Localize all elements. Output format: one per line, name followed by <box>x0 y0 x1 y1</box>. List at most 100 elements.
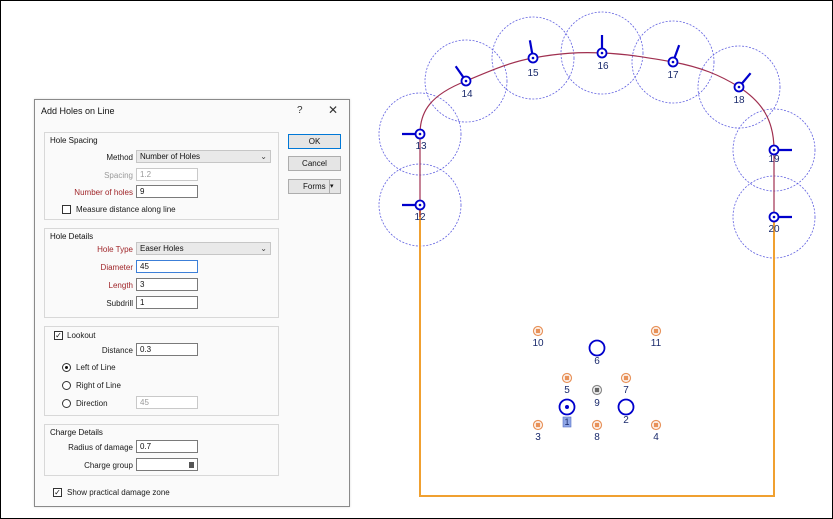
grey-hole[interactable]: 9 <box>591 384 603 410</box>
distance-field[interactable]: 0.3 <box>136 343 198 356</box>
easer-hole[interactable]: 10 <box>532 325 544 350</box>
selection-marker <box>562 416 572 428</box>
hole-label: 13 <box>415 141 427 152</box>
easer-hole[interactable]: 3 <box>532 419 544 444</box>
selected-hole[interactable]: 1 <box>558 398 576 428</box>
hole-label: 8 <box>594 432 600 443</box>
lookout-group: ✓ Lookout Distance 0.3 Left of Line Righ… <box>44 326 279 416</box>
perimeter-hole[interactable]: 19 <box>768 144 792 166</box>
measure-distance-label: Measure distance along line <box>76 205 176 214</box>
chevron-down-icon: ⌄ <box>260 244 267 253</box>
easer-hole-center <box>653 422 659 428</box>
charge-details-title: Charge Details <box>50 428 103 437</box>
left-of-line-radio[interactable] <box>62 363 71 372</box>
perimeter-hole[interactable]: 15 <box>527 40 539 79</box>
show-damage-zone-checkbox[interactable]: ✓ <box>53 488 62 497</box>
perimeter-hole[interactable]: 17 <box>667 44 681 81</box>
add-holes-dialog: Add Holes on Line ? ✕ Hole Spacing Metho… <box>34 99 350 507</box>
browse-icon[interactable] <box>189 462 194 468</box>
help-button[interactable]: ? <box>297 105 303 116</box>
easer-hole[interactable]: 5 <box>561 372 573 397</box>
close-icon[interactable]: ✕ <box>328 103 339 117</box>
hole-details-title: Hole Details <box>50 232 94 241</box>
relief-hole[interactable]: 6 <box>588 339 606 368</box>
hole-center <box>600 51 604 55</box>
tunnel-profile-line <box>419 205 775 497</box>
length-label: Length <box>108 281 133 290</box>
left-of-line-label: Left of Line <box>76 363 116 372</box>
easer-hole[interactable]: 7 <box>620 372 632 397</box>
arch-line <box>419 52 775 217</box>
hole-center <box>531 56 535 60</box>
hole-center <box>772 215 776 219</box>
hole-label: 17 <box>667 70 679 81</box>
easer-hole-center <box>594 422 600 428</box>
charge-group-field[interactable] <box>136 458 198 471</box>
hole-label: 20 <box>768 224 780 235</box>
hole-label: 9 <box>594 398 600 409</box>
lookout-title: Lookout <box>67 331 96 340</box>
diameter-label: Diameter <box>100 263 133 272</box>
radius-of-damage-field[interactable]: 0.7 <box>136 440 198 453</box>
hole-spacing-group: Hole Spacing Method Number of Holes ⌄ Sp… <box>44 132 279 220</box>
length-field[interactable]: 3 <box>136 278 198 291</box>
charge-details-group: Charge Details Radius of damage 0.7 Char… <box>44 424 279 476</box>
diameter-field[interactable]: 45 <box>136 260 198 273</box>
hole-center <box>737 85 741 89</box>
method-select[interactable]: Number of Holes ⌄ <box>136 150 271 163</box>
easer-hole[interactable]: 8 <box>591 419 603 444</box>
easer-hole[interactable]: 11 <box>651 325 662 350</box>
direction-radio[interactable] <box>62 399 71 408</box>
radius-of-damage-label: Radius of damage <box>68 443 133 452</box>
hole-type-value: Easer Holes <box>140 244 184 253</box>
direction-field[interactable]: 45 <box>136 396 198 409</box>
relief-hole[interactable]: 2 <box>617 398 635 427</box>
relief-hole-ring <box>588 339 606 357</box>
spacing-label: Spacing <box>104 171 133 180</box>
perimeter-hole[interactable]: 14 <box>454 65 473 100</box>
cancel-button[interactable]: Cancel <box>288 156 341 171</box>
easer-hole[interactable]: 4 <box>650 419 662 444</box>
spacing-field[interactable]: 1.2 <box>136 168 198 181</box>
hole-label: 15 <box>527 68 539 79</box>
damage-zone-circle <box>560 11 644 95</box>
perimeter-hole[interactable]: 20 <box>768 211 792 236</box>
charge-group-label: Charge group <box>84 461 133 470</box>
subdrill-label: Subdrill <box>106 299 133 308</box>
measure-distance-checkbox[interactable] <box>62 205 71 214</box>
easer-hole-center <box>623 375 629 381</box>
subdrill-field[interactable]: 1 <box>136 296 198 309</box>
ok-button[interactable]: OK <box>288 134 341 149</box>
right-of-line-radio[interactable] <box>62 381 71 390</box>
easer-hole-center <box>653 328 659 334</box>
hole-type-label: Hole Type <box>97 245 133 254</box>
hole-label: 5 <box>564 385 570 396</box>
perimeter-hole[interactable]: 13 <box>402 128 427 153</box>
dialog-title: Add Holes on Line <box>41 106 115 116</box>
forms-dropdown-icon[interactable]: ▾ <box>329 180 340 193</box>
hole-label: 7 <box>623 385 629 396</box>
number-of-holes-label: Number of holes <box>74 188 133 197</box>
damage-zone-circle <box>631 20 715 104</box>
number-of-holes-field[interactable]: 9 <box>136 185 198 198</box>
chevron-down-icon: ⌄ <box>260 152 267 161</box>
distance-label: Distance <box>101 346 133 355</box>
perimeter-hole[interactable]: 18 <box>733 72 752 106</box>
easer-hole-center <box>535 422 541 428</box>
perimeter-hole[interactable]: 12 <box>402 199 426 224</box>
relief-hole-ring <box>617 398 635 416</box>
hole-center <box>464 79 468 83</box>
hole-type-select[interactable]: Easer Holes ⌄ <box>136 242 271 255</box>
hole-label: 10 <box>532 338 544 349</box>
selected-hole-center <box>565 405 569 409</box>
damage-zone-circle <box>491 16 575 100</box>
right-of-line-label: Right of Line <box>76 381 121 390</box>
forms-button[interactable]: Forms ▾ <box>288 179 341 194</box>
hole-label: 3 <box>535 432 541 443</box>
hole-label: 18 <box>733 95 745 106</box>
perimeter-hole[interactable]: 16 <box>596 35 609 72</box>
easer-hole-center <box>535 328 541 334</box>
hole-label: 4 <box>653 432 659 443</box>
lookout-checkbox[interactable]: ✓ <box>54 331 63 340</box>
